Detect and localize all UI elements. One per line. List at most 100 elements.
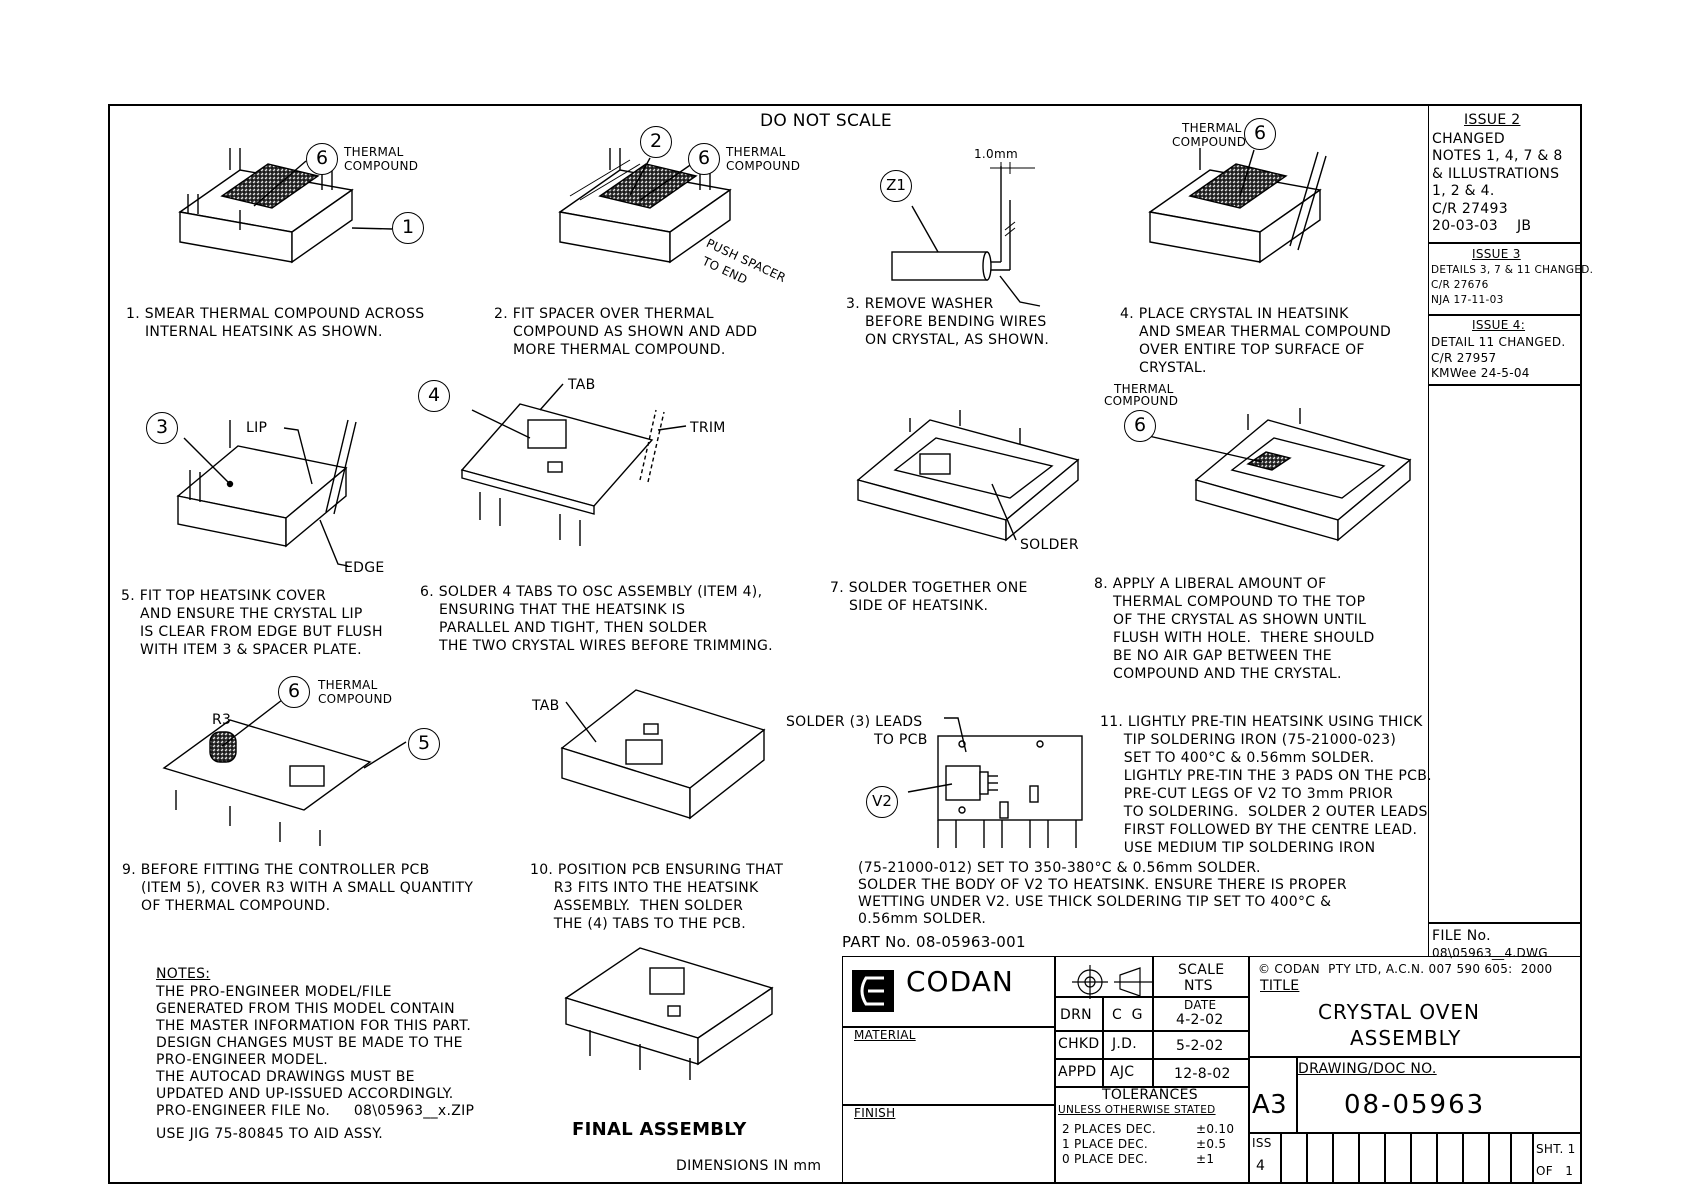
label-compound: COMPOUND (726, 159, 801, 173)
callout-item-3: 3 (146, 412, 178, 444)
issue4-line: C/R 27957 (1431, 351, 1497, 365)
part-number: PART No. 08-05963-001 (842, 933, 1026, 951)
step-6-text: ENSURING THAT THE HEATSINK IS (420, 602, 686, 618)
tolerance-2dec: 2 PLACES DEC. (1062, 1122, 1156, 1136)
step-2-text: MORE THERMAL COMPOUND. (494, 342, 726, 358)
step-3-text: 3. REMOVE WASHER (846, 296, 994, 312)
step-2-text: 2. FIT SPACER OVER THERMAL (494, 306, 714, 322)
step-6-text: PARALLEL AND TIGHT, THEN SOLDER (420, 620, 708, 636)
copyright: © CODAN PTY LTD, A.C.N. 007 590 605: 200… (1258, 962, 1553, 976)
notes-line: THE MASTER INFORMATION FOR THIS PART. (156, 1018, 472, 1034)
step-11-text: LIGHTLY PRE-TIN THE 3 PADS ON THE PCB. (1100, 768, 1432, 784)
issue2-line: CHANGED (1432, 131, 1505, 147)
step-5-text: IS CLEAR FROM EDGE BUT FLUSH (121, 624, 383, 640)
iss-cell (1488, 1132, 1490, 1184)
step3-crystal-drawing (891, 162, 1041, 307)
tb-vline (1248, 956, 1250, 1184)
step-11-text: 11. LIGHTLY PRE-TIN HEATSINK USING THICK (1100, 714, 1423, 730)
label-thermal: THERMAL (1114, 382, 1174, 396)
step-9-text: OF THERMAL COMPOUND. (122, 898, 331, 914)
tb-hline (842, 1026, 1054, 1028)
appd-date: 12-8-02 (1174, 1066, 1231, 1082)
step-1-text: 1. SMEAR THERMAL COMPOUND ACROSS (126, 306, 425, 322)
company-name: CODAN (906, 965, 1014, 998)
tb-vline (1102, 996, 1104, 1086)
tolerance-1dec-value: ±0.5 (1196, 1137, 1227, 1151)
step-11-text: TO SOLDERING. SOLDER 2 OUTER LEADS (1100, 804, 1428, 820)
tb-vline (1296, 1056, 1298, 1132)
step9-pcb-drawing (162, 699, 407, 846)
step4-heatsink-drawing (1148, 148, 1327, 264)
appd-name: AJC (1110, 1064, 1135, 1080)
callout-item-6: 6 (1244, 118, 1276, 150)
label-compound: COMPOUND (1104, 394, 1179, 408)
chkd-date: 5-2-02 (1176, 1038, 1224, 1054)
issue4-line: KMWee 24-5-04 (1431, 366, 1530, 380)
label-compound: COMPOUND (344, 159, 419, 173)
iss-cell (1462, 1132, 1464, 1184)
do-not-scale-note: DO NOT SCALE (760, 111, 892, 131)
iss-cell (1410, 1132, 1412, 1184)
label-lip: LIP (246, 420, 268, 436)
iss-label: ISS (1252, 1136, 1272, 1150)
issue4-title: ISSUE 4: (1472, 318, 1526, 332)
tb-hline (1054, 1058, 1248, 1060)
issue3-title: ISSUE 3 (1472, 247, 1521, 261)
notes-line: PRO-ENGINEER FILE No. 08\05963__x.ZIP (156, 1103, 475, 1119)
step-5-text: 5. FIT TOP HEATSINK COVER (121, 588, 327, 604)
chkd-label: CHKD (1058, 1036, 1100, 1052)
step5-heatsink-drawing (176, 419, 357, 567)
sheet-number: SHT. 1 (1536, 1142, 1576, 1156)
tb-hline (1054, 996, 1248, 998)
callout-item-1: 1 (392, 212, 424, 244)
label-thermal: THERMAL (344, 145, 404, 159)
chkd-name: J.D. (1112, 1036, 1138, 1052)
step-8-text: THERMAL COMPOUND TO THE TOP (1094, 594, 1366, 610)
step-10-text: THE (4) TABS TO THE PCB. (530, 916, 747, 932)
step-11-text: PRE-CUT LEGS OF V2 TO 3mm PRIOR (1100, 786, 1394, 802)
step-11-text: SOLDER THE BODY OF V2 TO HEATSINK. ENSUR… (858, 877, 1347, 893)
callout-v2: V2 (866, 786, 898, 818)
drn-name: C G (1112, 1007, 1143, 1023)
revision-divider-3 (1428, 384, 1582, 386)
callout-item-5: 5 (408, 728, 440, 760)
drawing-number: 08-05963 (1344, 1090, 1486, 1120)
issue2-line: NOTES 1, 4, 7 & 8 (1432, 148, 1563, 164)
notes-line: THE AUTOCAD DRAWINGS MUST BE (156, 1069, 415, 1085)
label-compound: COMPOUND (1172, 135, 1247, 149)
issue3-line: DETAILS 3, 7 & 11 CHANGED. (1431, 264, 1594, 276)
step-7-text: SIDE OF HEATSINK. (830, 598, 989, 614)
issue2-title: ISSUE 2 (1464, 112, 1521, 128)
label-compound: COMPOUND (318, 692, 393, 706)
tolerance-2dec-value: ±0.10 (1196, 1122, 1235, 1136)
revision-column (1428, 104, 1582, 956)
dimension-1mm: 1.0mm (974, 147, 1018, 161)
jig-note: USE JIG 75-80845 TO AID ASSY. (156, 1126, 384, 1142)
tb-vline (1532, 1132, 1534, 1184)
label-tab: TAB (568, 377, 596, 393)
step-8-text: 8. APPLY A LIBERAL AMOUNT OF (1094, 576, 1327, 592)
step-8-text: FLUSH WITH HOLE. THERE SHOULD (1094, 630, 1375, 646)
appd-label: APPD (1058, 1064, 1097, 1080)
step-6-text: 6. SOLDER 4 TABS TO OSC ASSEMBLY (ITEM 4… (420, 584, 763, 600)
issue3-line: NJA 17-11-03 (1431, 294, 1504, 306)
notes-line: UPDATED AND UP-ISSUED ACCORDINGLY. (156, 1086, 454, 1102)
title-label: TITLE (1260, 978, 1300, 994)
iss-cell (1510, 1132, 1512, 1184)
callout-item-6: 6 (688, 143, 720, 175)
step-11-text: USE MEDIUM TIP SOLDERING IRON (1100, 840, 1376, 856)
tb-hline (1248, 1056, 1582, 1058)
notes-line: GENERATED FROM THIS MODEL CONTAIN (156, 1001, 455, 1017)
issue2-line: & ILLUSTRATIONS (1432, 166, 1560, 182)
step2-heatsink-drawing (558, 148, 732, 264)
tolerance-0dec: 0 PLACE DEC. (1062, 1152, 1149, 1166)
step6-pcb-drawing (460, 383, 687, 546)
step-9-text: (ITEM 5), COVER R3 WITH A SMALL QUANTITY (122, 880, 474, 896)
notes-line: DESIGN CHANGES MUST BE MADE TO THE (156, 1035, 463, 1051)
step1-heatsink-drawing (178, 148, 393, 264)
drn-date: 4-2-02 (1176, 1012, 1224, 1028)
tolerance-1dec: 1 PLACE DEC. (1062, 1137, 1149, 1151)
step-11-text: FIRST FOLLOWED BY THE CENTRE LEAD. (1100, 822, 1418, 838)
drawing-no-label: DRAWING/DOC NO. (1298, 1061, 1437, 1077)
title-block (842, 956, 1582, 1184)
